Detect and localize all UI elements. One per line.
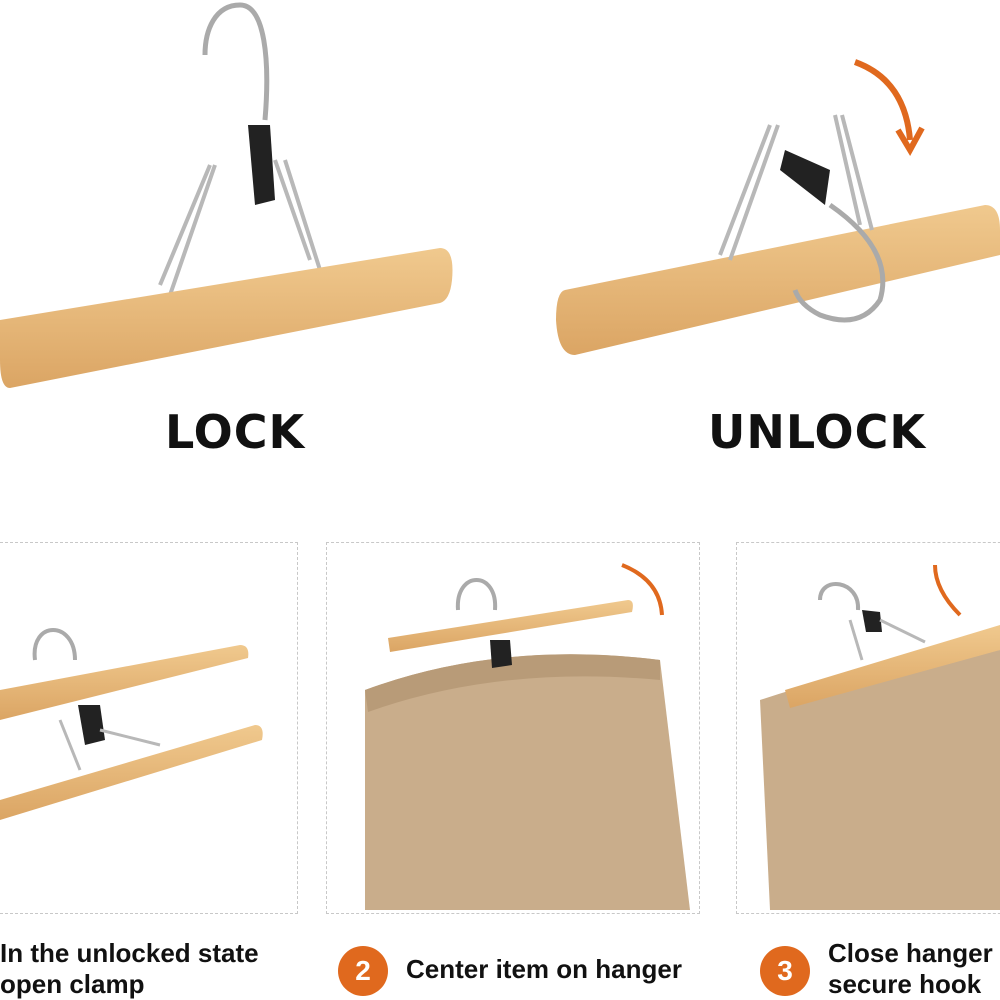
step-3-panel [736, 542, 1000, 914]
step-2-panel [326, 542, 700, 914]
step-1-line-2: open clamp [0, 969, 145, 999]
step-1-panel [0, 542, 298, 914]
step-1-text: In the unlocked state open clamp [0, 938, 259, 1000]
open-clamp-image [0, 628, 263, 820]
step-3-line-1: Close hanger [828, 938, 993, 968]
step-3-text: Close hanger secure hook [828, 938, 993, 1000]
lock-label: LOCK [165, 405, 306, 459]
locked-hanger-image [0, 2, 453, 388]
step-2-badge: 2 [338, 946, 388, 996]
unlock-label: UNLOCK [708, 405, 927, 459]
center-item-image [365, 563, 690, 910]
step-1-line-1: In the unlocked state [0, 938, 259, 968]
unlocked-hanger-image [556, 59, 1000, 355]
close-hanger-image [760, 564, 1000, 910]
step-3-badge: 3 [760, 946, 810, 996]
step-2-text: Center item on hanger [406, 954, 682, 984]
step-3-line-2: secure hook [828, 969, 982, 999]
rotate-arrow-icon [853, 59, 913, 141]
